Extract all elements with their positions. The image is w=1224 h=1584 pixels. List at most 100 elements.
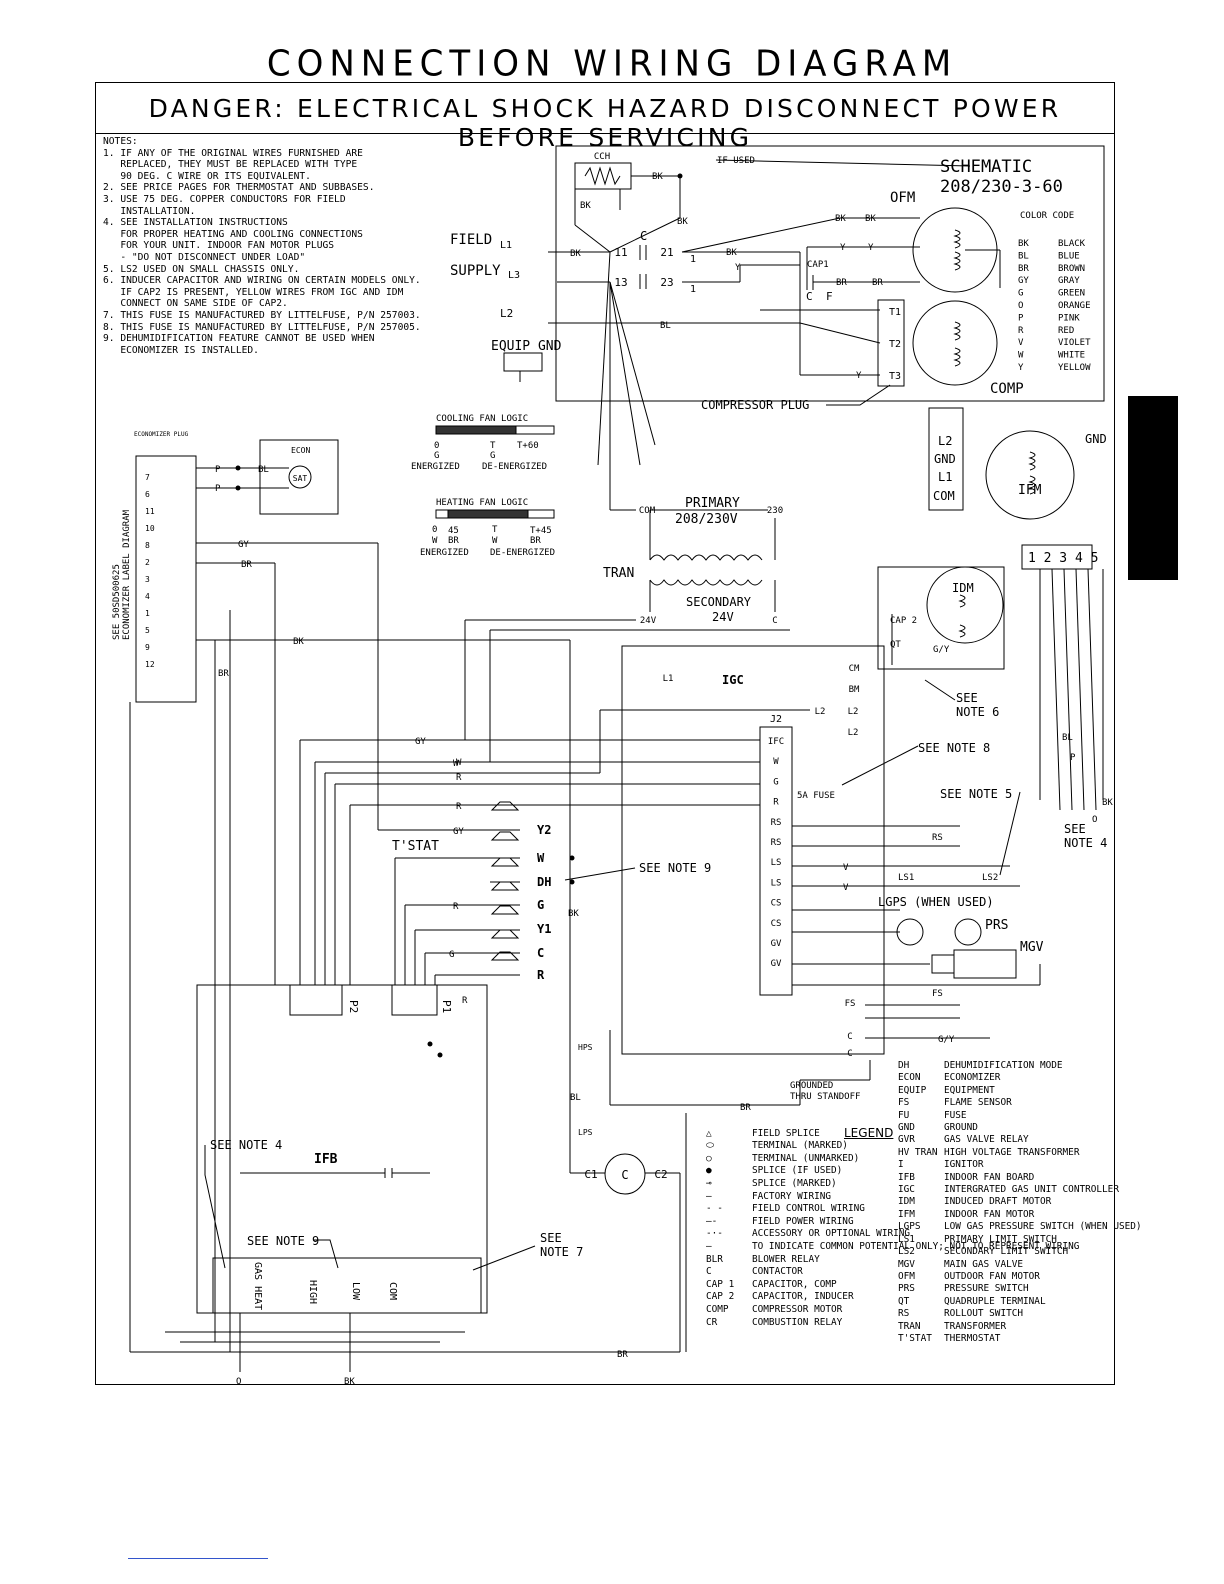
igc-terminal: RS — [771, 818, 782, 828]
wire — [609, 281, 641, 466]
legend-symbol: - - — [706, 1203, 723, 1215]
legend-text: ACCESSORY OR OPTIONAL WIRING — [752, 1228, 911, 1240]
abbreviation-key: T'STAT — [898, 1332, 932, 1344]
econ-pin: 10 — [145, 524, 155, 533]
note-line: 4. SEE INSTALLATION INSTRUCTIONS — [103, 217, 288, 229]
prs-label: PRS — [985, 918, 1008, 933]
legend-symbol: CAP 1 — [706, 1278, 735, 1290]
legend-text: CAPACITOR, INDUCER — [752, 1291, 854, 1303]
abbreviation-key: TRAN — [898, 1320, 921, 1332]
cf-tick: T+60 — [517, 441, 539, 451]
note-line: 7. THIS FUSE IS MANUFACTURED BY LITTELFU… — [103, 309, 421, 321]
abbreviation-key: HV TRAN — [898, 1146, 938, 1158]
cf-tick: G — [490, 451, 495, 461]
wire-color-label: GY — [238, 540, 249, 550]
hf-tick: W — [492, 536, 498, 546]
wire — [609, 281, 656, 446]
wire-color-label: O — [1092, 815, 1097, 825]
splice-dot — [437, 1052, 443, 1058]
legend-symbol: —- — [706, 1215, 718, 1227]
comp-motor — [912, 300, 998, 386]
wire-color-label: BK — [865, 214, 876, 224]
wire — [1087, 568, 1097, 811]
wire — [1075, 568, 1085, 811]
comp-label: COMP — [990, 381, 1024, 397]
fuse-label: 5A FUSE — [797, 791, 835, 801]
note-line: 2. SEE PRICE PAGES FOR THERMOSTAT AND SU… — [103, 182, 375, 194]
abbreviation-value: EQUIPMENT — [944, 1084, 995, 1096]
abbreviation-key: FU — [898, 1109, 910, 1121]
idm-winding — [958, 624, 966, 638]
legend-symbol: ⊸ — [706, 1177, 712, 1189]
note-line: 6. INDUCER CAPACITOR AND WIRING ON CERTA… — [103, 275, 421, 287]
legend-row: ⬭TERMINAL (MARKED) — [706, 1140, 1079, 1153]
wire-color-label: BL — [1062, 733, 1073, 743]
secondary-24v-terminal: 24V — [640, 616, 657, 626]
ls2-label: LS2 — [982, 873, 998, 883]
comp-terminal-t1: T1 — [889, 307, 901, 318]
sat-label: SAT — [293, 474, 308, 483]
color-code-key: GY — [1018, 276, 1029, 286]
j2-connector — [759, 726, 793, 996]
see-note-9-b: SEE NOTE 9 — [247, 1234, 319, 1248]
notes-block: NOTES:1. IF ANY OF THE ORIGINAL WIRES FU… — [103, 136, 448, 356]
legend-row: - -FIELD CONTROL WIRING — [706, 1203, 1079, 1216]
leader-if-used — [715, 159, 971, 167]
legend-symbol: C — [706, 1266, 712, 1278]
abbreviation-value: GAS VALVE RELAY — [944, 1134, 1029, 1146]
abbreviation-key: IDM — [898, 1196, 915, 1208]
wire — [1063, 568, 1073, 811]
abbreviation-key: IGC — [898, 1184, 915, 1196]
tstat-terminal-block — [490, 801, 520, 976]
mgv-label: MGV — [1020, 940, 1044, 955]
color-code-name: RED — [1058, 326, 1074, 336]
wire-color-label: P — [1070, 753, 1076, 763]
color-code-name: VIOLET — [1058, 338, 1091, 348]
note-line: 1. IF ANY OF THE ORIGINAL WIRES FURNISHE… — [103, 147, 363, 159]
terminal-1: 1 — [690, 254, 696, 265]
wire-color-label: P — [215, 484, 221, 494]
wire — [681, 217, 841, 253]
see-note-7: SEE — [540, 1231, 562, 1245]
econ-pin: 4 — [145, 592, 150, 601]
compressor-plug-leader — [826, 384, 891, 406]
ifm-speed-taps — [1021, 544, 1093, 570]
ifb-relay-block — [212, 1257, 482, 1314]
idm-label: IDM — [952, 581, 974, 595]
tstat-terminal: R — [537, 968, 545, 982]
secondary-label: SECONDARY — [686, 595, 752, 609]
wire-color-label: BR — [218, 669, 229, 679]
ofm-label: OFM — [890, 190, 915, 206]
hf-tick: BR — [530, 536, 541, 546]
legend-row: -·-ACCESSORY OR OPTIONAL WIRING — [706, 1228, 1079, 1241]
igc-terminal: GV — [771, 939, 782, 949]
ofm-winding — [953, 229, 961, 249]
igc-side-terminal: FS — [845, 999, 856, 1009]
mgv-valve — [953, 949, 1017, 979]
com-relay-label: COM — [387, 1282, 398, 1300]
abbreviation-value: FUSE — [944, 1109, 967, 1121]
color-code-key: W — [1018, 351, 1024, 361]
p2-connector — [289, 984, 343, 1016]
primary-com-terminal: COM — [639, 506, 656, 516]
tstat-terminal: W — [537, 851, 545, 865]
see-note-7: NOTE 7 — [540, 1245, 583, 1259]
legend-symbol: CAP 2 — [706, 1291, 735, 1303]
field-label: FIELD — [450, 232, 492, 248]
abbreviation-key: GND — [898, 1122, 915, 1134]
legend-symbol: — — [706, 1240, 712, 1252]
color-code-key: BR — [1018, 264, 1029, 274]
abbreviation-key: ECON — [898, 1072, 921, 1084]
wire-color-label: R — [456, 802, 462, 812]
primary-voltage: 208/230V — [675, 512, 738, 527]
abbreviation-value: THERMOSTAT — [944, 1332, 1001, 1344]
legend-text: CAPACITOR, COMP — [752, 1278, 837, 1290]
